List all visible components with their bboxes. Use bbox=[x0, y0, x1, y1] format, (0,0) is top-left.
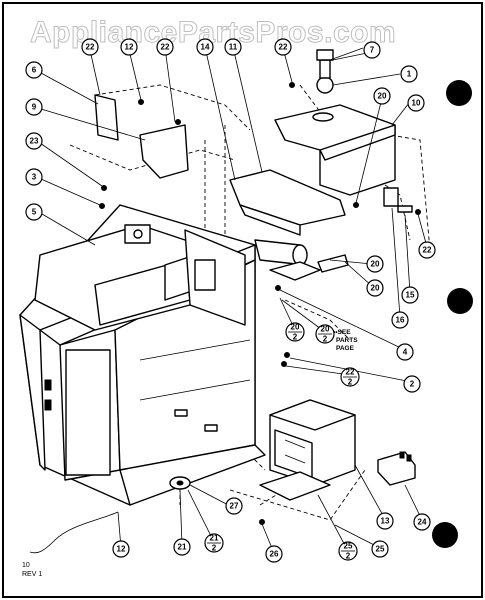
svg-text:22: 22 bbox=[279, 43, 288, 52]
mount-bracket-9 bbox=[139, 124, 189, 179]
bracket-part-6 bbox=[94, 94, 119, 141]
callout-4: 4 bbox=[396, 343, 414, 361]
switch-bracket bbox=[383, 187, 413, 213]
revision-marker: 10 REV 1 bbox=[22, 562, 42, 578]
callout-21-over-2: 21 2 bbox=[204, 533, 224, 553]
callout-15: 15 bbox=[401, 286, 419, 304]
svg-text:21: 21 bbox=[178, 543, 187, 552]
callout-5: 5 bbox=[25, 203, 43, 221]
callout-13: 13 bbox=[376, 512, 394, 530]
svg-text:REV 1: REV 1 bbox=[22, 571, 42, 578]
svg-text:16: 16 bbox=[396, 316, 405, 325]
callout-1: 1 bbox=[400, 65, 418, 83]
svg-text:27: 27 bbox=[230, 502, 239, 511]
svg-text:9: 9 bbox=[32, 103, 37, 112]
power-cord bbox=[29, 511, 119, 554]
lamp-assembly bbox=[316, 49, 334, 94]
svg-text:2: 2 bbox=[323, 335, 328, 344]
registration-dot-middle bbox=[447, 288, 473, 314]
svg-text:26: 26 bbox=[270, 550, 279, 559]
svg-text:25: 25 bbox=[376, 545, 385, 554]
capacitor-cylinder bbox=[254, 239, 349, 281]
svg-text:14: 14 bbox=[201, 43, 210, 52]
registration-dot-bottom bbox=[432, 522, 458, 548]
screws bbox=[99, 82, 421, 525]
callout-21: 21 bbox=[173, 538, 191, 556]
svg-text:PAGE: PAGE bbox=[336, 345, 355, 352]
callout-25-over-2: 25 2 bbox=[338, 541, 358, 561]
svg-text:••SEE: ••SEE bbox=[333, 329, 351, 336]
svg-text:20: 20 bbox=[371, 284, 380, 293]
svg-text:2: 2 bbox=[293, 333, 298, 342]
svg-text:10: 10 bbox=[412, 99, 421, 108]
callout-20-lower: 20 bbox=[366, 279, 384, 297]
svg-text:22: 22 bbox=[423, 246, 432, 255]
svg-text:25: 25 bbox=[344, 542, 353, 551]
callout-10: 10 bbox=[407, 94, 425, 112]
callout-6: 6 bbox=[25, 61, 43, 79]
callout-9: 9 bbox=[25, 98, 43, 116]
callout-7: 7 bbox=[363, 41, 381, 59]
callout-20-over-2-right: 20 2 bbox=[315, 324, 335, 344]
callout-16: 16 bbox=[391, 311, 409, 329]
svg-text:22: 22 bbox=[161, 43, 170, 52]
see-parts-page-note: ••SEE PARTS PAGE bbox=[333, 329, 358, 352]
callout-12-bottom: 12 bbox=[112, 540, 130, 558]
callout-20-over-2-left: 20 2 bbox=[285, 322, 305, 342]
svg-text:1: 1 bbox=[407, 70, 412, 79]
callout-26: 26 bbox=[265, 545, 283, 563]
svg-text:24: 24 bbox=[418, 518, 427, 527]
svg-text:5: 5 bbox=[32, 208, 37, 217]
svg-text:6: 6 bbox=[32, 66, 37, 75]
callout-25: 25 bbox=[371, 540, 389, 558]
svg-text:21: 21 bbox=[210, 534, 219, 543]
svg-text:22: 22 bbox=[346, 368, 355, 377]
foot-27 bbox=[169, 476, 191, 490]
air-duct-10 bbox=[274, 104, 396, 196]
svg-text:2: 2 bbox=[348, 378, 353, 387]
svg-text:20: 20 bbox=[371, 260, 380, 269]
callout-leaders bbox=[39, 46, 428, 554]
thermal-cutout-24 bbox=[377, 451, 416, 486]
callout-22-top-right: 22 bbox=[274, 38, 292, 56]
callout-14: 14 bbox=[196, 38, 214, 56]
svg-text:PARTS: PARTS bbox=[336, 337, 358, 344]
svg-text:13: 13 bbox=[381, 517, 390, 526]
callout-20-middle: 20 bbox=[366, 255, 384, 273]
svg-text:20: 20 bbox=[378, 92, 387, 101]
svg-text:20: 20 bbox=[321, 325, 330, 334]
callout-20-top: 20 bbox=[373, 87, 391, 105]
registration-dot-top bbox=[446, 80, 472, 106]
svg-text:15: 15 bbox=[406, 291, 415, 300]
callout-22-right: 22 bbox=[418, 241, 436, 259]
svg-text:7: 7 bbox=[370, 46, 375, 55]
fan-shelf-assembly bbox=[229, 169, 346, 236]
callout-3: 3 bbox=[25, 168, 43, 186]
svg-text:4: 4 bbox=[403, 348, 408, 357]
svg-text:22: 22 bbox=[86, 43, 95, 52]
svg-text:20: 20 bbox=[291, 323, 300, 332]
callout-2: 2 bbox=[403, 375, 421, 393]
svg-text:12: 12 bbox=[117, 545, 126, 554]
callout-22-over-2: 22 2 bbox=[340, 367, 360, 387]
svg-text:10: 10 bbox=[22, 562, 30, 569]
svg-text:11: 11 bbox=[229, 43, 238, 52]
callout-27: 27 bbox=[225, 497, 243, 515]
callout-24: 24 bbox=[413, 513, 431, 531]
callout-23: 23 bbox=[25, 132, 43, 150]
callout-12-top: 12 bbox=[120, 38, 138, 56]
svg-text:2: 2 bbox=[410, 380, 415, 389]
svg-text:2: 2 bbox=[346, 552, 351, 561]
side-bracket-panel bbox=[184, 229, 246, 326]
callout-22-top-center: 22 bbox=[156, 38, 174, 56]
callout-22-top-left: 22 bbox=[81, 38, 99, 56]
svg-text:3: 3 bbox=[32, 173, 37, 182]
svg-text:12: 12 bbox=[125, 43, 134, 52]
svg-text:2: 2 bbox=[212, 544, 217, 553]
svg-text:23: 23 bbox=[30, 137, 39, 146]
callout-11: 11 bbox=[224, 38, 242, 56]
transformer bbox=[259, 399, 356, 501]
